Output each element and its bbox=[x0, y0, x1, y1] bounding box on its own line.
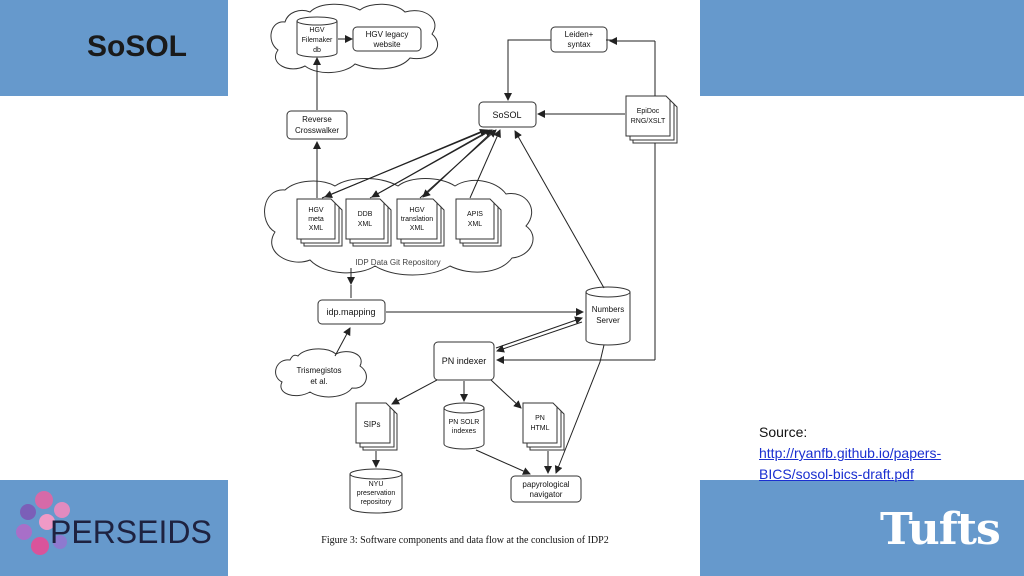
trismegistos-line2: et al. bbox=[310, 377, 327, 386]
pn-indexer-label: PN indexer bbox=[442, 356, 487, 366]
leiden-line2: syntax bbox=[567, 40, 590, 49]
leiden-line1: Leiden+ bbox=[565, 30, 594, 39]
navigator-line1: papyrological bbox=[522, 480, 569, 489]
pn-html-node: PN HTML bbox=[522, 402, 565, 451]
epidoc-line2: RNG/XSLT bbox=[631, 118, 666, 125]
hgv-meta-line1: HGV bbox=[308, 207, 324, 214]
idp-mapping-node: idp.mapping bbox=[317, 299, 386, 325]
figure-caption: Figure 3: Software components and data f… bbox=[321, 535, 608, 546]
hgv-filemaker-db: HGV Filemaker db bbox=[296, 16, 338, 58]
hgv-meta-line2: meta bbox=[308, 216, 324, 223]
ddb-line2: XML bbox=[358, 221, 373, 228]
navigator-line2: navigator bbox=[530, 490, 563, 499]
hgv-filemaker-line2: Filemaker bbox=[302, 37, 333, 44]
sosol-label: SoSOL bbox=[492, 110, 521, 120]
reverse-line1: Reverse bbox=[302, 115, 332, 124]
source-link-line1: http://ryanfb.github.io/papers- bbox=[759, 445, 942, 461]
nyu-line1: NYU bbox=[369, 481, 384, 488]
repo-label: IDP Data Git Repository bbox=[355, 258, 440, 267]
top-left-band bbox=[0, 0, 228, 96]
svg-text:Leiden+syntax: Leiden+syntax bbox=[565, 30, 594, 49]
nyu-line3: repository bbox=[361, 499, 392, 506]
epidoc-line1: EpiDoc bbox=[637, 108, 660, 115]
pn-html-line1: PN bbox=[535, 415, 545, 422]
hgv-legacy-line2: website bbox=[372, 40, 401, 49]
perseids-wordmark: PERSEIDS bbox=[50, 514, 212, 550]
apis-xml-node: APIS XML bbox=[455, 198, 502, 247]
solr-line2: indexes bbox=[452, 428, 477, 435]
source-block: Source: http://ryanfb.github.io/papers- B… bbox=[759, 422, 941, 485]
apis-line2: XML bbox=[468, 221, 483, 228]
sosol-node: SoSOL bbox=[478, 101, 537, 128]
nyu-line2: preservation bbox=[357, 490, 396, 497]
nyu-preservation-node: NYU preservation repository bbox=[349, 468, 403, 514]
ddb-xml-node: DDB XML bbox=[345, 198, 392, 247]
perseids-flower-logo bbox=[16, 491, 70, 555]
source-link-line2: BICS/sosol-bics-draft.pdf bbox=[759, 466, 914, 482]
top-right-band bbox=[700, 0, 1024, 96]
slide-title: SoSOL bbox=[87, 30, 188, 63]
sips-label: SIPs bbox=[364, 420, 381, 429]
hgv-meta-line3: XML bbox=[309, 225, 324, 232]
ddb-line1: DDB bbox=[358, 211, 373, 218]
reverse-line2: Crosswalker bbox=[295, 126, 339, 135]
pn-indexer-node: PN indexer bbox=[433, 341, 495, 381]
trismegistos-cloud: Trismegistos et al. bbox=[275, 348, 367, 398]
sips-node: SIPs bbox=[355, 402, 398, 451]
solr-line1: PN SOLR bbox=[449, 419, 480, 426]
hgv-trans-line2: translation bbox=[401, 216, 433, 223]
leiden-syntax-node: Leiden+syntax bbox=[550, 26, 608, 53]
source-link[interactable]: http://ryanfb.github.io/papers- BICS/soso… bbox=[759, 445, 941, 482]
bottom-right-band bbox=[700, 480, 1024, 576]
pn-html-line2: HTML bbox=[530, 425, 549, 432]
pn-solr-indexes-node: PN SOLR indexes bbox=[443, 402, 485, 450]
idp-mapping-label: idp.mapping bbox=[326, 307, 375, 317]
hgv-trans-line3: XML bbox=[410, 225, 425, 232]
source-label: Source: bbox=[759, 424, 808, 440]
hgv-filemaker-line3: db bbox=[313, 47, 321, 54]
numbers-line1: Numbers bbox=[592, 305, 624, 314]
numbers-line2: Server bbox=[596, 316, 620, 325]
hgv-legacy-line1: HGV legacy bbox=[366, 30, 409, 39]
apis-line1: APIS bbox=[467, 211, 483, 218]
hgv-trans-line1: HGV bbox=[409, 207, 425, 214]
tufts-logo: Tufts bbox=[880, 504, 1001, 555]
hgv-filemaker-line1: HGV bbox=[309, 27, 325, 34]
trismegistos-line1: Trismegistos bbox=[296, 366, 341, 375]
